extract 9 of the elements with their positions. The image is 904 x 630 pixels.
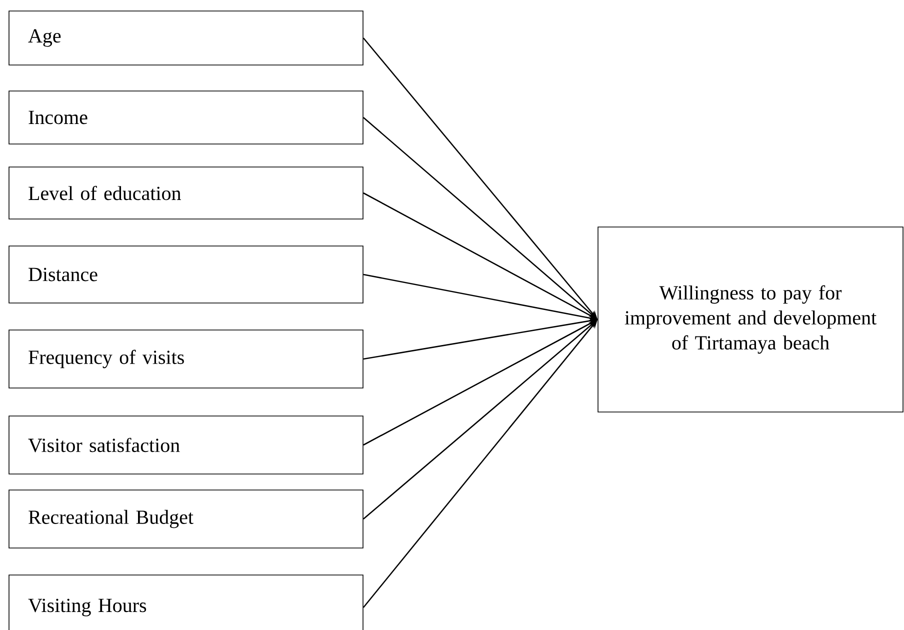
factor-box: Age: [8, 10, 364, 66]
factor-box: Visitor satisfaction: [8, 416, 364, 474]
factor-box: Visiting Hours: [8, 574, 364, 630]
factor-box: Distance: [8, 246, 364, 304]
factor-box: Level of education: [8, 166, 364, 220]
outcome-box: Willingness to pay for improvement and development of Tirtamaya beach: [598, 226, 904, 412]
factor-box: Recreational Budget: [8, 490, 364, 548]
factor-box: Frequency of visits: [8, 330, 364, 388]
factor-box: Income: [8, 90, 364, 144]
